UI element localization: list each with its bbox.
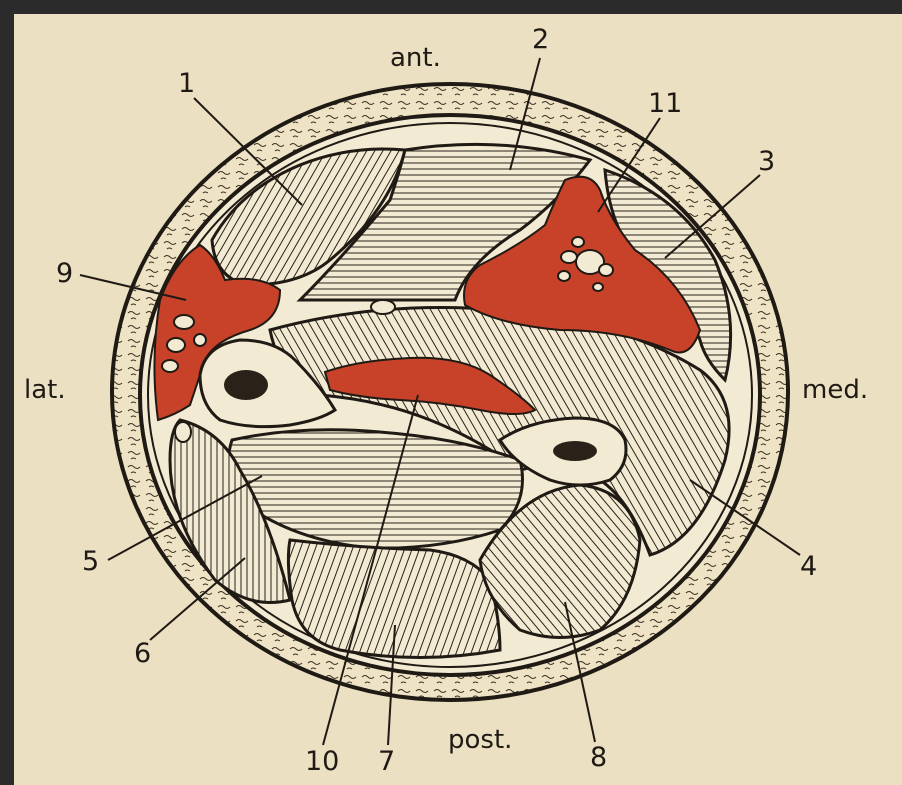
fibula-marrow xyxy=(224,370,268,400)
vessel-11-detail xyxy=(599,264,613,276)
vessel-9-detail xyxy=(174,315,194,329)
vessel-9-detail xyxy=(162,360,178,372)
nerve xyxy=(371,300,395,314)
label-lateral: lat. xyxy=(24,375,66,405)
vessel-11-detail xyxy=(572,237,584,247)
label-posterior: post. xyxy=(448,725,512,755)
label-1: 1 xyxy=(178,68,195,99)
label-5: 5 xyxy=(82,546,99,577)
label-4: 4 xyxy=(800,551,817,582)
tibia-marrow xyxy=(553,441,597,461)
label-anterior: ant. xyxy=(390,43,441,73)
label-6: 6 xyxy=(134,638,151,669)
label-2: 2 xyxy=(532,24,549,55)
label-11: 11 xyxy=(648,88,682,119)
label-10: 10 xyxy=(305,746,339,777)
label-9: 9 xyxy=(56,258,73,289)
label-medial: med. xyxy=(802,375,868,405)
vessel-11-detail xyxy=(561,251,577,263)
vessel-9-detail xyxy=(167,338,185,352)
vessel-11-detail xyxy=(558,271,570,281)
small-vessel xyxy=(175,422,191,442)
label-7: 7 xyxy=(378,746,395,777)
vessel-11-detail xyxy=(593,283,603,291)
label-3: 3 xyxy=(758,146,775,177)
vessel-9-detail xyxy=(194,334,206,346)
label-8: 8 xyxy=(590,742,607,773)
